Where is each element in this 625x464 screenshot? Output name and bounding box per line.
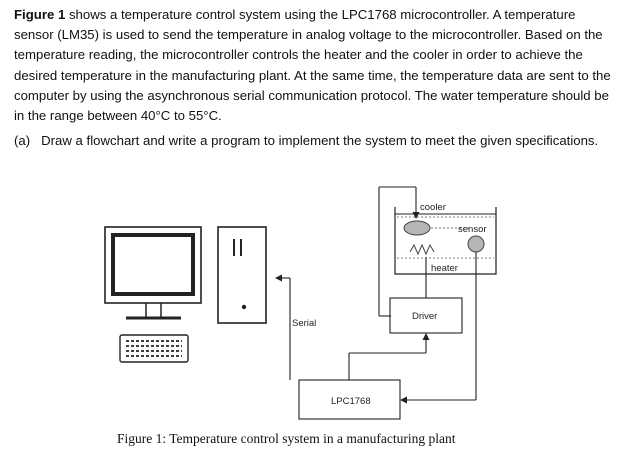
computer-tower-icon	[217, 226, 267, 324]
sensor-to-mcu-arrow	[400, 252, 477, 404]
heater-label: heater	[431, 263, 458, 274]
mcu-to-driver-arrow	[348, 333, 430, 380]
question-label: (a)	[14, 133, 31, 148]
lpc1768-label: LPC1768	[331, 396, 371, 407]
water-tank	[394, 207, 497, 275]
figure-caption: Figure 1: Temperature control system in …	[117, 431, 456, 446]
figure-reference: Figure 1	[14, 7, 66, 22]
problem-statement: Figure 1 shows a temperature control sys…	[14, 5, 616, 126]
sensor-label: sensor	[458, 224, 487, 235]
cooler-icon	[403, 220, 431, 236]
serial-link-arrow	[275, 274, 291, 380]
question-a: (a) Draw a flowchart and write a program…	[14, 131, 616, 151]
sensor-icon	[467, 235, 485, 253]
lpc1768-box	[298, 379, 401, 420]
keyboard-icon	[119, 334, 189, 363]
question-text: Draw a flowchart and write a program to …	[41, 133, 599, 148]
driver-to-cooler-line	[378, 186, 420, 317]
cooler-label: cooler	[420, 202, 446, 213]
heater-icon	[409, 243, 435, 256]
problem-text: shows a temperature control system using…	[14, 7, 611, 124]
serial-label: Serial	[292, 318, 316, 329]
driver-label: Driver	[412, 311, 437, 322]
computer-monitor-icon	[104, 226, 202, 320]
